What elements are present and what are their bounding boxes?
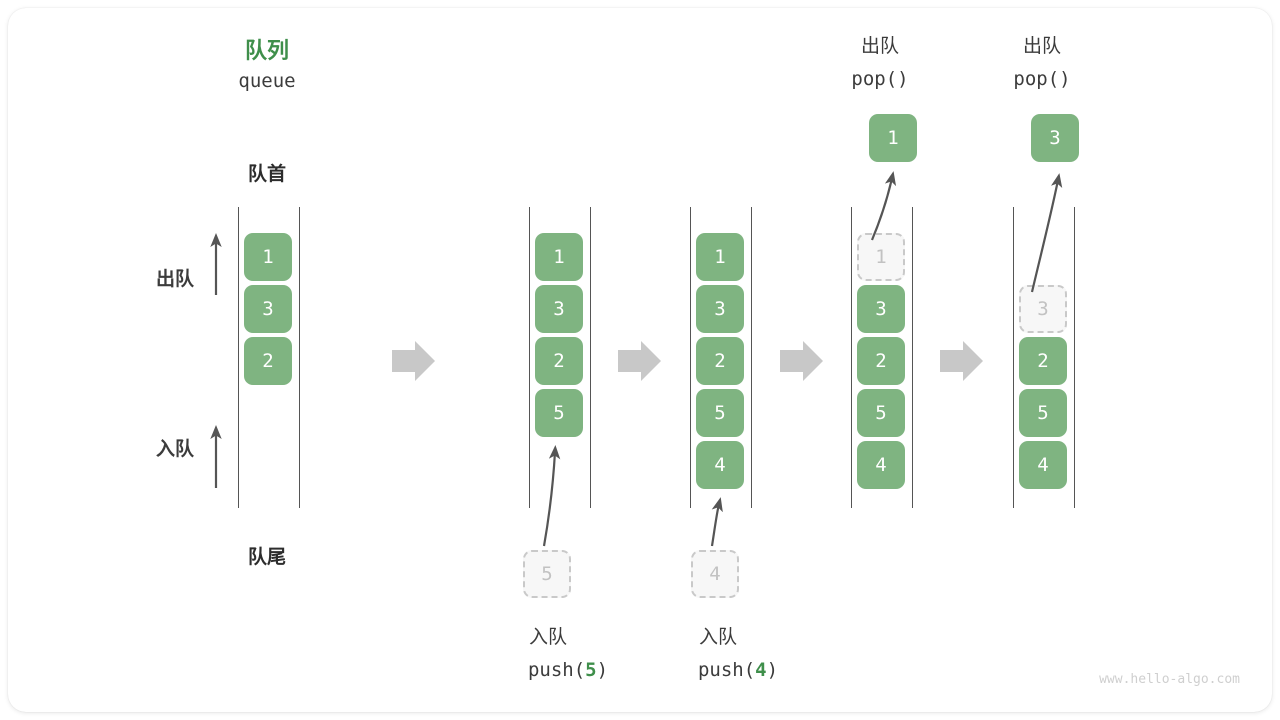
queue-cell-ghost: 1 (857, 233, 905, 281)
step-push-4-footer-cn: 入队 (698, 626, 737, 648)
queue-rail-left-3 (851, 207, 852, 508)
incoming-cell-5: 5 (523, 550, 571, 598)
queue-front-label: 队首 (247, 163, 286, 185)
push-5-code-suffix: ) (596, 659, 609, 681)
step-pop-3-header-cn: 出队 (1022, 35, 1061, 57)
queue-rail-right-3 (912, 207, 913, 508)
step-pop-3-header-code: pop() (1013, 68, 1071, 90)
push-4-code-prefix: push( (697, 659, 756, 681)
diagram-card (8, 8, 1272, 712)
queue-title-en: queue (238, 70, 296, 92)
queue-cell: 3 (535, 285, 583, 333)
dequeue-direction-label: 出队 (155, 268, 194, 290)
queue-rail-left-1 (529, 207, 530, 508)
queue-cell: 5 (535, 389, 583, 437)
queue-cell: 3 (857, 285, 905, 333)
push-5-code-num: 5 (585, 659, 597, 681)
queue-rail-right-4 (1074, 207, 1075, 508)
step-push-5-footer-cn: 入队 (528, 626, 567, 648)
queue-cell: 4 (696, 441, 744, 489)
queue-cell: 2 (857, 337, 905, 385)
queue-cell: 4 (857, 441, 905, 489)
queue-cell: 3 (244, 285, 292, 333)
queue-cell: 5 (696, 389, 744, 437)
popped-cell-3: 3 (1031, 114, 1079, 162)
queue-cell: 2 (535, 337, 583, 385)
queue-cell: 2 (244, 337, 292, 385)
queue-title-cn: 队列 (244, 39, 289, 64)
queue-cell: 4 (1019, 441, 1067, 489)
queue-cell: 1 (244, 233, 292, 281)
queue-cell: 2 (1019, 337, 1067, 385)
popped-cell-1: 1 (869, 114, 917, 162)
queue-cell: 2 (696, 337, 744, 385)
incoming-cell-4: 4 (691, 550, 739, 598)
push-5-code-prefix: push( (527, 659, 586, 681)
step-pop-1-header-cn: 出队 (860, 35, 899, 57)
push-4-code-suffix: ) (766, 659, 779, 681)
queue-cell: 5 (857, 389, 905, 437)
queue-rail-left-2 (690, 207, 691, 508)
queue-cell: 1 (535, 233, 583, 281)
queue-cell: 5 (1019, 389, 1067, 437)
queue-rail-right-1 (590, 207, 591, 508)
step-pop-1-header-code: pop() (851, 68, 909, 90)
queue-cell-ghost: 3 (1019, 285, 1067, 333)
step-push-5-footer-code: push(5) (488, 659, 648, 681)
queue-rail-left-0 (238, 207, 239, 508)
queue-rear-label: 队尾 (247, 546, 286, 568)
queue-rail-right-0 (299, 207, 300, 508)
watermark: www.hello-algo.com (1099, 672, 1240, 687)
queue-rail-left-4 (1013, 207, 1014, 508)
queue-cell: 1 (696, 233, 744, 281)
step-push-4-footer-code: push(4) (658, 659, 818, 681)
push-4-code-num: 4 (755, 659, 767, 681)
enqueue-direction-label: 入队 (155, 438, 194, 460)
queue-cell: 3 (696, 285, 744, 333)
queue-rail-right-2 (751, 207, 752, 508)
